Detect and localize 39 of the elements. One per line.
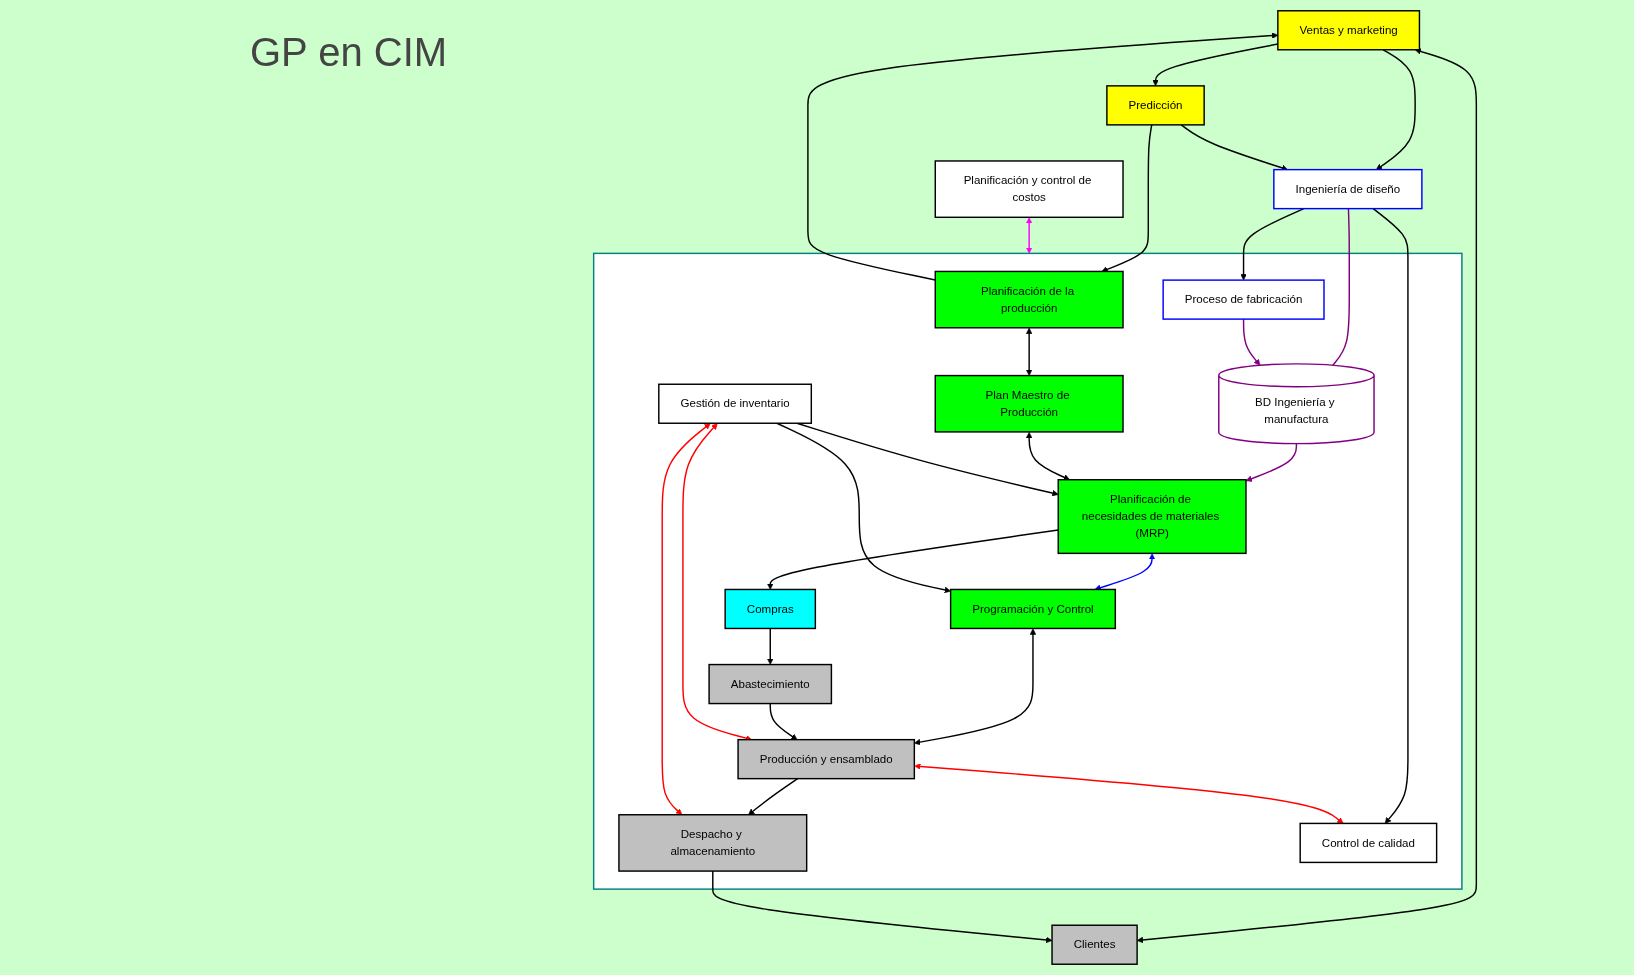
arrow [1372,207,1409,824]
arrow [1101,124,1153,273]
connector [1332,207,1350,366]
node-box: Predicción [1106,85,1205,126]
node-box: Ventas y marketing [1277,10,1421,51]
node-box: Abastecimiento [708,663,833,705]
arrow [776,422,951,594]
arrow [914,628,1037,746]
node-box: Plan Maestro de Producción [934,374,1124,433]
node-box: Gestión de inventario [658,383,813,424]
node-box: Planificación de necesidades de materiales (MRP) [1057,479,1247,555]
node-box: Planificación de la producción [934,270,1124,329]
node-box: Compras [724,588,817,630]
node-box: Planificación y control de costos [934,160,1124,218]
arrow [1245,442,1298,482]
cluster [592,252,1463,890]
arrow [769,702,798,740]
node-box: Clientes [1051,924,1138,965]
arrow [1025,327,1033,376]
arrow [1094,553,1156,591]
arrow [1025,217,1033,254]
node-box: Proceso de fabricación [1162,279,1325,320]
arrow [1180,124,1288,171]
arrow [1025,431,1070,481]
arrow [661,423,711,816]
node-box: Control de calidad [1299,822,1438,864]
arrow [767,627,774,665]
arrow [748,777,799,816]
arrow [712,870,1053,944]
arrow [1240,207,1305,281]
node-box: Ingeniería de diseño [1273,168,1423,210]
arrow [767,529,1059,590]
arrow [1242,318,1261,366]
node-box: Producción y ensamblado [737,738,916,780]
node-box: Programación y Control [949,588,1117,630]
arrow [1375,49,1416,170]
diagram-title: GP en CIM [250,30,448,75]
node-box: Despacho y almacenamiento [618,814,808,872]
arrow [914,763,1344,824]
